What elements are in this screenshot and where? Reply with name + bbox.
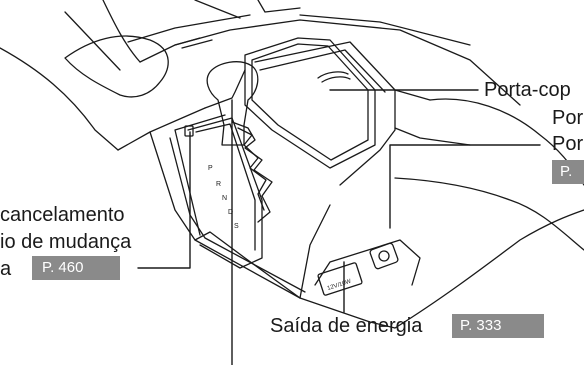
gear-letter-p: P (208, 165, 213, 172)
cup-holder-lid (244, 37, 376, 169)
right-label-line1: Por (552, 107, 584, 129)
shift-lock-page-ref: P. 460 (32, 256, 120, 280)
right-label-line2: Por (552, 133, 584, 155)
leader-right-label (389, 144, 541, 229)
cup-holder-label: Porta-cop (484, 79, 571, 101)
power-outlet-label: Saída de energia (270, 315, 423, 337)
armrest-left (64, 35, 206, 151)
outlet-sticker: 12V/10W (327, 279, 353, 292)
shift-lock-label-line2: io de mudança (0, 231, 132, 253)
leader-lines (137, 89, 541, 365)
leader-shift-lock (137, 131, 191, 269)
gear-letter-n: N (222, 195, 227, 202)
console-background-edges (0, 0, 521, 151)
shift-lock-label-line1: cancelamento (0, 204, 125, 226)
right-page-ref: P. (552, 160, 584, 184)
console-body (149, 41, 471, 329)
shift-lock-label-line3: a (0, 258, 12, 280)
gear-letter-r: R (216, 181, 221, 188)
gear-letter-d: D (228, 209, 233, 216)
gear-letter-s: S (234, 223, 239, 230)
power-outlet-page-ref: P. 333 (452, 314, 544, 338)
shift-gate (184, 117, 273, 269)
shift-knob (206, 61, 259, 146)
